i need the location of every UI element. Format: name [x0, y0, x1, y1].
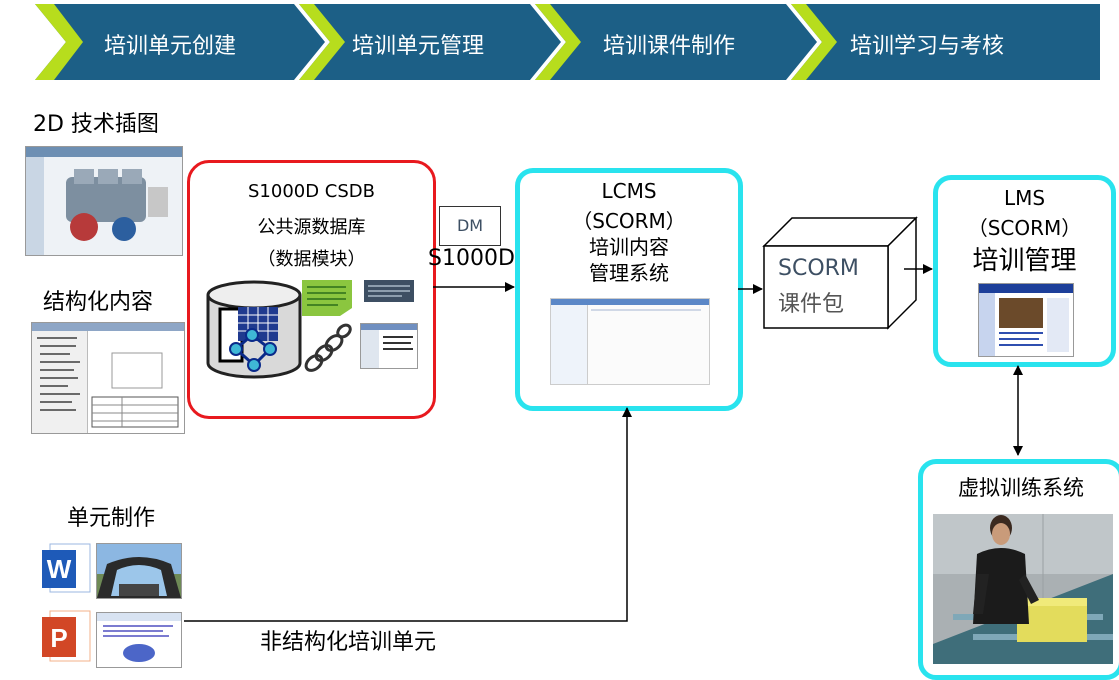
lms-line1: LMS [1003, 186, 1046, 210]
virtual-training-box: 虚拟训练系统 [918, 459, 1119, 680]
structured-thumbnail [31, 322, 185, 434]
scorm-package-line1: SCORM [778, 256, 859, 281]
stage-1-label: 培训单元创建 [104, 34, 237, 59]
word-icon: W [42, 543, 91, 593]
process-banner [35, 4, 1100, 80]
lms-line2: （SCORM） [967, 216, 1082, 240]
lcms-box: LCMS （SCORM） 培训内容 管理系统 [515, 168, 743, 411]
dark-document-icon [364, 280, 414, 302]
lcms-line4: 管理系统 [589, 261, 669, 285]
illustration-thumbnail [25, 146, 183, 256]
dm-label: S1000D [428, 246, 515, 271]
stage-2-chevron [299, 4, 561, 80]
scorm-package-cube [762, 216, 918, 330]
stage-1-accent [35, 4, 83, 80]
powerpoint-icon: P [42, 610, 91, 662]
stage-3-chevron [535, 4, 817, 80]
stage-3-label: 培训课件制作 [603, 34, 736, 59]
stage-4-label: 培训学习与考核 [850, 34, 1005, 59]
svg-text:W: W [47, 554, 72, 584]
lcms-line2: （SCORM） [572, 209, 686, 233]
mini-screen-thumbnail [360, 323, 418, 369]
unit-label: 单元制作 [67, 506, 156, 531]
virtual-training-title: 虚拟训练系统 [958, 476, 1084, 500]
csdb-box: S1000D CSDB 公共源数据库 （数据模块） [187, 160, 436, 419]
arrow-unstructured-to-lcms [184, 407, 632, 622]
unstructured-label: 非结构化培训单元 [260, 630, 437, 655]
illustration-label: 2D 技术插图 [33, 112, 159, 137]
structured-label: 结构化内容 [43, 290, 154, 315]
chain-icon [304, 323, 352, 372]
svg-text:P: P [50, 623, 67, 653]
lms-box: LMS （SCORM） 培训管理 [933, 175, 1116, 367]
stage-2-label: 培训单元管理 [352, 34, 485, 59]
lms-line3: 培训管理 [972, 246, 1077, 276]
stage-4-chevron [791, 4, 1100, 80]
virtual-training-scene [933, 514, 1113, 664]
lms-screen-thumbnail [978, 283, 1074, 357]
dm-tag-text: DM [456, 216, 484, 235]
document-thumbnail [96, 612, 182, 668]
document-icon [302, 280, 352, 316]
scorm-package-line2: 课件包 [778, 292, 845, 317]
lcms-screen-thumbnail [550, 298, 710, 385]
csdb-line2: 公共源数据库 [257, 217, 366, 238]
csdb-line1: S1000D CSDB [247, 181, 376, 202]
lcms-line1: LCMS [601, 179, 657, 203]
database-icon [206, 280, 302, 379]
dm-tag: DM [439, 206, 501, 246]
lcms-line3: 培训内容 [589, 235, 669, 259]
csdb-line3: （数据模块） [257, 249, 366, 270]
stage-1-chevron [35, 4, 325, 80]
cockpit-thumbnail [96, 543, 182, 599]
